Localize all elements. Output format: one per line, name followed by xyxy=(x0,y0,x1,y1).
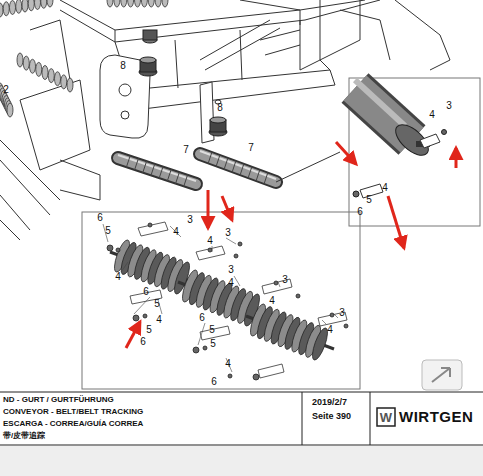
disc-roller xyxy=(110,238,334,361)
bracket xyxy=(100,55,214,143)
brand-name: WIRTGEN xyxy=(399,409,473,424)
callout-number: 6 xyxy=(357,207,363,217)
callout-number: 4 xyxy=(225,359,231,369)
detail-frame xyxy=(349,78,480,226)
callout-number: 5 xyxy=(105,226,111,236)
callout-number: 8 xyxy=(217,103,223,113)
callout-number: 3 xyxy=(339,308,345,318)
bearing-bracket xyxy=(130,222,347,378)
callout-number: 4 xyxy=(269,296,275,306)
callout-number: 2 xyxy=(3,85,9,95)
roller xyxy=(118,151,340,184)
rubber-mount xyxy=(139,30,227,136)
callout-number: 5 xyxy=(366,195,372,205)
callout-number: 4 xyxy=(115,272,121,282)
callout-number: 5 xyxy=(210,339,216,349)
callout-number: 3 xyxy=(187,215,193,225)
title-block xyxy=(0,392,483,445)
callout-number: 3 xyxy=(228,265,234,275)
callout-number: 4 xyxy=(207,236,213,246)
leader-line xyxy=(103,224,338,372)
callout-number: 8 xyxy=(120,61,126,71)
callout-number: 4 xyxy=(327,325,333,335)
conveyor-frame xyxy=(0,0,450,240)
callout-number: 6 xyxy=(143,287,149,297)
callout-number: 6 xyxy=(97,213,103,223)
callout-number: 5 xyxy=(154,299,160,309)
callout-number: 4 xyxy=(173,227,179,237)
roller-end xyxy=(353,80,447,198)
bolt xyxy=(107,223,348,380)
callout-number: 7 xyxy=(183,145,189,155)
sheet-info: Seite 390 xyxy=(312,412,351,421)
callout-number: 6 xyxy=(199,313,205,323)
detail-frame xyxy=(82,212,360,389)
title-text: ESCARGA - CORREA/GUÍA CORREA xyxy=(3,420,143,428)
title-text: CONVEYOR - BELT/BELT TRACKING xyxy=(3,408,143,416)
callout-number: 3 xyxy=(446,101,452,111)
callout-number: 6 xyxy=(140,337,146,347)
share-icon xyxy=(422,360,462,390)
callout-number: 6 xyxy=(211,377,217,387)
logo-mark: W xyxy=(380,411,392,424)
callout-number: 3 xyxy=(282,275,288,285)
spring xyxy=(0,0,168,117)
callout-number: 7 xyxy=(248,143,254,153)
callout-number: 3 xyxy=(225,228,231,238)
callout-number: 4 xyxy=(382,183,388,193)
callout-number: 5 xyxy=(146,325,152,335)
callout-number: 4 xyxy=(156,315,162,325)
title-text: 带/皮带追踪 xyxy=(3,432,45,440)
roller-ribs xyxy=(126,152,268,186)
screen-ground xyxy=(0,446,483,476)
callout-number: 4 xyxy=(429,110,435,120)
highlight-arrow xyxy=(126,142,456,348)
callout-number: 5 xyxy=(209,325,215,335)
callout-number: 4 xyxy=(228,278,234,288)
sheet-info: 2019/2/7 xyxy=(312,398,347,407)
title-text: ND - GURT / GURTFÜHRUNG xyxy=(3,396,114,404)
